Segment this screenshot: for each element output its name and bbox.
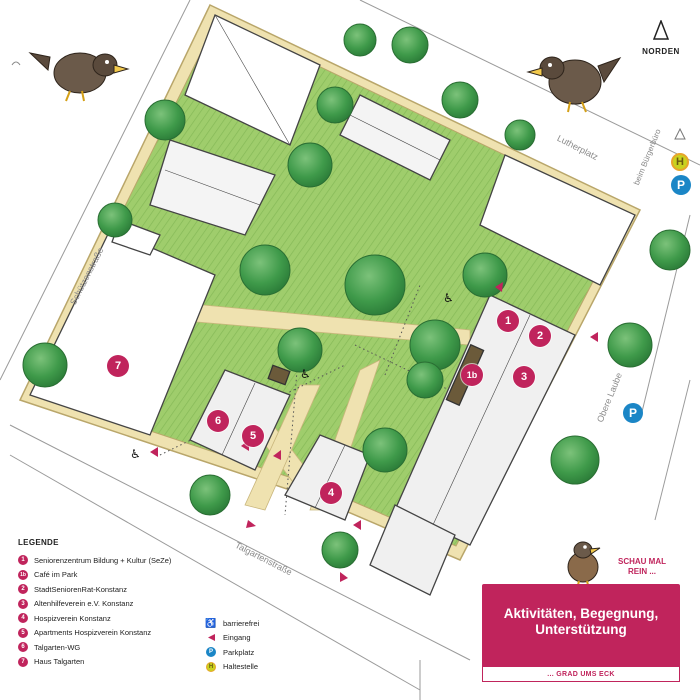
parking-icon-lutherplatz[interactable]: P — [671, 175, 691, 195]
legend-label: Altenhilfeverein e.V. Konstanz — [34, 599, 134, 609]
svg-text:♿: ♿ — [130, 447, 141, 461]
haltestelle-triangle-icon — [674, 128, 686, 140]
north-label: NORDEN — [642, 47, 680, 56]
parking-icon: P — [205, 647, 217, 658]
legend-item: 2 StadtSeniorenRat-Konstanz — [18, 582, 288, 597]
marker-1b[interactable]: 1b — [461, 364, 483, 386]
callout-line-2: REIN ... — [627, 567, 656, 576]
marker-4[interactable]: 4 — [320, 482, 342, 504]
legend-symbol-item: H Haltestelle — [205, 660, 305, 675]
legend-symbol-label: Haltestelle — [223, 662, 259, 672]
marker-6[interactable]: 6 — [207, 410, 229, 432]
legend-number: 1b — [18, 569, 28, 580]
legend-number: 7 — [18, 656, 28, 667]
legend-number: 5 — [18, 627, 28, 638]
legend-symbols: ♿ barrierefrei Eingang P Parkplatz H Hal… — [205, 616, 305, 674]
legend-title: LEGENDE — [18, 538, 59, 547]
legend-symbol-label: Eingang — [223, 633, 251, 643]
legend-label: Talgarten-WG — [34, 642, 81, 652]
legend-item: 1 Seniorenzentrum Bildung + Kultur (SeZe) — [18, 553, 288, 568]
legend-label: Haus Talgarten — [34, 657, 85, 667]
north-arrow-icon — [652, 18, 670, 40]
banner-title: Aktivitäten, Begegnung, Unterstützung — [482, 606, 680, 638]
entrance-icon — [205, 633, 217, 642]
marker-7[interactable]: 7 — [107, 355, 129, 377]
legend-item: 6 Talgarten-WG — [18, 640, 288, 655]
legend-item: 7 Haus Talgarten — [18, 655, 288, 670]
bird-illustration-left — [11, 52, 130, 102]
parking-icon-obere-laube[interactable]: P — [623, 403, 643, 423]
legend-symbol-label: Parkplatz — [223, 647, 255, 657]
haltestelle-glyph: H — [206, 661, 216, 672]
legend-number: 1 — [18, 555, 28, 566]
marker-5[interactable]: 5 — [242, 425, 264, 447]
legend-item: 1b Café im Park — [18, 568, 288, 583]
legend-symbol-item: P Parkplatz — [205, 645, 305, 660]
legend-number: 6 — [18, 642, 28, 653]
buildings — [29, 14, 636, 596]
legend-label: Hospizverein Konstanz — [34, 613, 111, 623]
legend-label: Café im Park — [34, 570, 78, 580]
bird-illustration-right — [526, 56, 622, 113]
legend-item: 4 Hospizverein Konstanz — [18, 611, 288, 626]
marker-1[interactable]: 1 — [497, 310, 519, 332]
svg-text:♿: ♿ — [443, 291, 454, 305]
bird-illustration-banner — [567, 541, 601, 590]
svg-text:♿: ♿ — [300, 367, 311, 381]
legend-label: StadtSeniorenRat-Konstanz — [34, 584, 127, 594]
legend-item: 5 Apartments Hospizverein Konstanz — [18, 626, 288, 641]
marker-2[interactable]: 2 — [529, 325, 551, 347]
legend: LEGENDE 1 Seniorenzentrum Bildung + Kultu… — [18, 538, 288, 669]
legend-number: 3 — [18, 598, 28, 609]
parking-glyph: P — [206, 647, 216, 658]
callout-text: SCHAU MAL REIN ... — [612, 557, 672, 577]
callout-line-1: SCHAU MAL — [618, 557, 666, 566]
banner-title-line-1: Aktivitäten, Begegnung, — [503, 606, 659, 621]
bus-stop-icon: H — [205, 661, 217, 672]
info-banner: Aktivitäten, Begegnung, Unterstützung ..… — [482, 584, 680, 682]
legend-label: Seniorenzentrum Bildung + Kultur (SeZe) — [34, 555, 172, 565]
banner-subtitle: ... GRAD UMS ECK — [482, 666, 680, 682]
banner-title-line-2: Unterstützung — [535, 622, 627, 637]
marker-3[interactable]: 3 — [513, 366, 535, 388]
legend-number: 2 — [18, 584, 28, 595]
bus-stop-icon[interactable]: H — [671, 153, 689, 171]
compass: NORDEN — [636, 18, 686, 56]
legend-symbol-item: Eingang — [205, 631, 305, 646]
wheelchair-icon: ♿ — [205, 617, 217, 628]
legend-symbol-item: ♿ barrierefrei — [205, 616, 305, 631]
legend-symbol-label: barrierefrei — [223, 618, 260, 628]
trees — [22, 23, 691, 569]
legend-number: 4 — [18, 613, 28, 624]
legend-item: 3 Altenhilfeverein e.V. Konstanz — [18, 597, 288, 612]
legend-label: Apartments Hospizverein Konstanz — [34, 628, 152, 638]
wheelchair-icons: ♿ ♿ ♿ — [130, 291, 454, 461]
